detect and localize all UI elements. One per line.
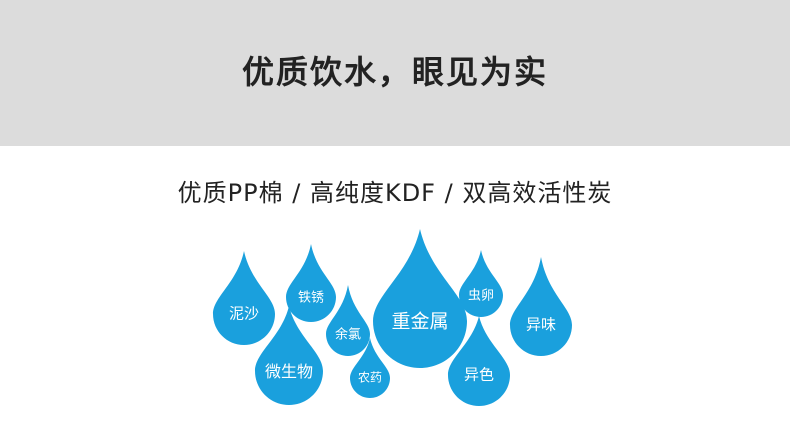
water-drop (326, 285, 370, 356)
drop-label: 余氯 (334, 327, 362, 343)
header-band: 优质饮水，眼见为实 (0, 0, 790, 146)
drop-label: 泥沙 (228, 304, 260, 323)
water-drop (510, 257, 572, 356)
drop-label: 异味 (525, 315, 557, 334)
water-drop (448, 316, 510, 406)
water-drop (350, 338, 390, 398)
water-drop (373, 229, 467, 368)
drop-label: 异色 (463, 365, 495, 384)
water-drop (459, 250, 503, 317)
water-drop (286, 244, 336, 322)
water-drop (213, 251, 275, 345)
headline: 优质饮水，眼见为实 (241, 53, 548, 91)
drop-label: 农药 (357, 370, 383, 385)
drop-label: 虫卵 (467, 288, 495, 304)
water-drop (255, 306, 323, 405)
filter-materials-line: 优质PP棉 / 高纯度KDF / 双高效活性炭 (177, 179, 613, 207)
drop-label: 微生物 (264, 362, 314, 381)
drop-label: 铁锈 (297, 290, 325, 306)
drop-label: 重金属 (391, 310, 449, 333)
